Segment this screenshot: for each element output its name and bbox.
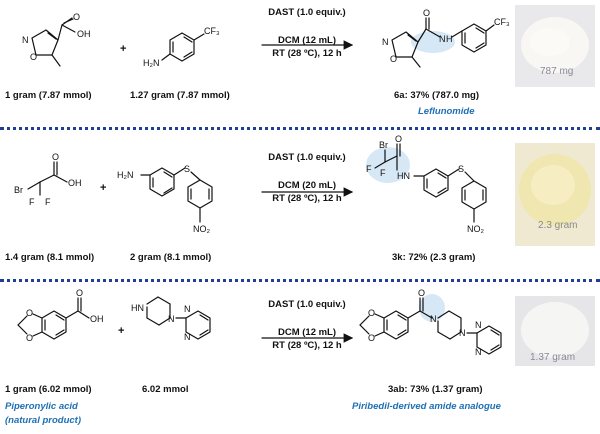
product-yield: 3ab: 73% (1.37 gram) bbox=[388, 384, 483, 395]
photo-label: 2.3 gram bbox=[538, 220, 577, 231]
atom-n: N bbox=[475, 347, 482, 357]
atom-f: F bbox=[29, 197, 35, 207]
reactant-cf3-aniline: H₂N CF₃ bbox=[143, 26, 220, 68]
reactant2-amount: 6.02 mmol bbox=[142, 384, 189, 395]
condition-temperature: RT (28 ºC), 12 h bbox=[272, 193, 342, 204]
condition-reagent: DAST (1.0 equiv.) bbox=[268, 7, 346, 18]
product-yield: 3k: 72% (2.3 gram) bbox=[392, 252, 476, 263]
atom-o: O bbox=[52, 152, 59, 162]
atom-o: O bbox=[73, 12, 80, 22]
atom-no2: NO₂ bbox=[193, 224, 211, 234]
atom-n: N bbox=[459, 328, 466, 338]
scheme-separator-2 bbox=[0, 279, 600, 282]
product-yield: 6a: 37% (787.0 mg) bbox=[394, 90, 480, 101]
product-photo-2: 2.3 gram bbox=[515, 143, 595, 246]
product-name: Piribedil-derived amide analogue bbox=[352, 401, 501, 412]
atom-n: N bbox=[168, 314, 175, 324]
reactant-isoxazole-acid: O OH N O bbox=[22, 12, 91, 67]
atom-o: O bbox=[30, 52, 37, 62]
condition-solvent: DCM (20 mL) bbox=[277, 180, 337, 191]
atom-cf3: CF₃ bbox=[204, 26, 220, 36]
reactant-piperonylic-acid: O O O OH bbox=[17, 288, 104, 343]
photo-label: 1.37 gram bbox=[530, 352, 575, 363]
atom-o: O bbox=[26, 308, 33, 318]
reactant1-amount: 1 gram (6.02 mmol) bbox=[5, 384, 92, 395]
atom-o: O bbox=[395, 134, 402, 144]
atom-n: N bbox=[382, 37, 389, 47]
atom-o: O bbox=[418, 288, 425, 298]
plus-sign: + bbox=[100, 182, 107, 194]
reactant2-amount: 2 gram (8.1 mmol) bbox=[130, 252, 212, 263]
photo-label: 787 mg bbox=[540, 66, 573, 77]
atom-h2n: H₂N bbox=[143, 58, 160, 68]
atom-o: O bbox=[26, 333, 33, 343]
condition-reagent: DAST (1.0 equiv.) bbox=[268, 299, 346, 310]
product-photo-1: 787 mg bbox=[515, 5, 595, 87]
product-name: Leflunomide bbox=[418, 106, 475, 117]
condition-reagent: DAST (1.0 equiv.) bbox=[268, 152, 346, 163]
product-3ab: O O O N N N N bbox=[359, 288, 502, 357]
atom-o: O bbox=[390, 54, 397, 64]
atom-br: Br bbox=[14, 185, 23, 195]
atom-n: N bbox=[430, 314, 437, 324]
atom-o: O bbox=[368, 308, 375, 318]
atom-no2: NO₂ bbox=[467, 224, 485, 234]
atom-h2n: H₂N bbox=[117, 170, 134, 180]
reactant2-amount: 1.27 gram (7.87 mmol) bbox=[130, 90, 230, 101]
reactant1-amount: 1 gram (7.87 mmol) bbox=[5, 90, 92, 101]
conditions: DAST (1.0 equiv.) DCM (20 mL) RT (28 ºC)… bbox=[262, 151, 352, 205]
plus-sign: + bbox=[118, 325, 125, 337]
atom-n: N bbox=[184, 304, 191, 314]
atom-o: O bbox=[76, 288, 83, 298]
product-photo-3: 1.37 gram bbox=[515, 296, 595, 366]
atom-s: S bbox=[184, 164, 190, 174]
reactant1-note: (natural product) bbox=[5, 415, 81, 426]
atom-oh: OH bbox=[68, 178, 82, 188]
conditions: DAST (1.0 equiv.) DCM (12 mL) RT (28 ºC)… bbox=[262, 6, 352, 60]
atom-oh: OH bbox=[77, 29, 91, 39]
atom-n: N bbox=[184, 332, 191, 342]
atom-n: N bbox=[22, 35, 29, 45]
atom-oh: OH bbox=[90, 314, 104, 324]
condition-solvent: DCM (12 mL) bbox=[277, 35, 337, 46]
product-leflunomide: O N H N O CF₃ bbox=[382, 8, 510, 68]
atom-f: F bbox=[45, 197, 51, 207]
atom-s: S bbox=[458, 164, 464, 174]
atom-n: N bbox=[475, 320, 482, 330]
atom-br: Br bbox=[379, 140, 388, 150]
atom-n: N bbox=[439, 34, 446, 44]
atom-cf3: CF₃ bbox=[494, 17, 510, 27]
atom-f: F bbox=[380, 168, 386, 178]
reactant1-name: Piperonylic acid bbox=[5, 401, 78, 412]
conditions: DAST (1.0 equiv.) DCM (12 mL) RT (28 ºC)… bbox=[262, 298, 352, 352]
product-3k: Br F F O HN S NO₂ bbox=[366, 134, 487, 234]
condition-temperature: RT (28 ºC), 12 h bbox=[272, 340, 342, 351]
reactant-bromodifluoroacetic-acid: Br F F O OH bbox=[14, 152, 82, 207]
atom-o: O bbox=[423, 8, 430, 18]
atom-h: H bbox=[446, 34, 453, 44]
atom-f: F bbox=[366, 164, 372, 174]
atom-o: O bbox=[368, 333, 375, 343]
condition-temperature: RT (28 ºC), 12 h bbox=[272, 48, 342, 59]
reactant1-amount: 1.4 gram (8.1 mmol) bbox=[5, 252, 95, 263]
reactant-pyrimidinyl-piperazine: HN N N N bbox=[131, 296, 211, 342]
reactant-aminophenyl-nitrophenyl-sulfide: H₂N S NO₂ bbox=[117, 164, 213, 234]
atom-hn: HN bbox=[131, 303, 144, 313]
atom-hn: HN bbox=[397, 171, 410, 181]
scheme-separator-1 bbox=[0, 127, 600, 130]
condition-solvent: DCM (12 mL) bbox=[277, 327, 337, 338]
plus-sign: + bbox=[120, 43, 127, 55]
